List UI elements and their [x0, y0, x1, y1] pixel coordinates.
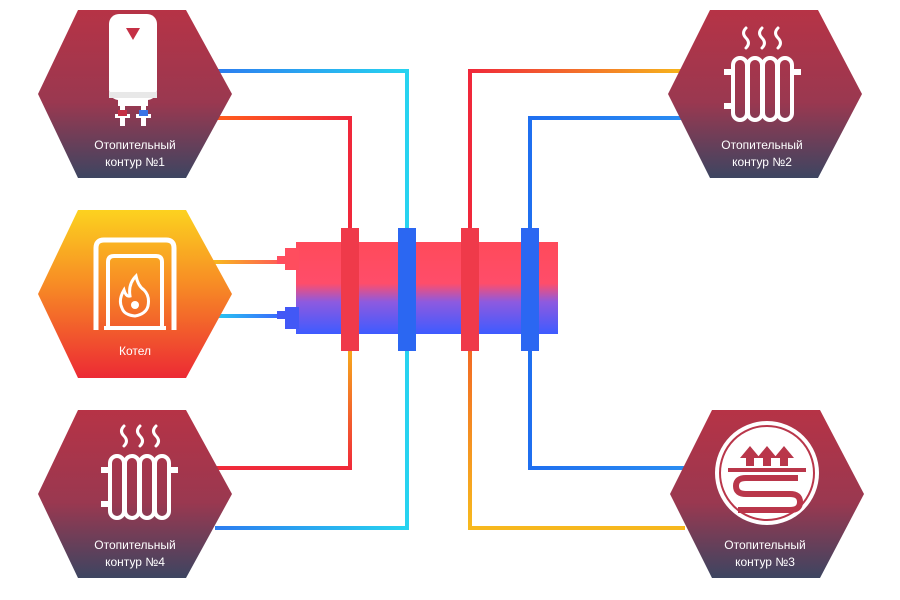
circuit3-supply-pipe	[468, 350, 685, 530]
collector-inlet-top	[277, 256, 287, 264]
radiator-icon	[101, 424, 178, 520]
boiler-flame-icon	[93, 237, 177, 330]
underfloor-heating-icon	[715, 421, 819, 525]
circuit2-node	[668, 10, 862, 178]
circuit2-label-line2: контур №2	[732, 155, 792, 169]
boiler-node	[38, 210, 232, 378]
circuit3-label-line2: контур №3	[735, 555, 795, 569]
collector-fitting-1	[341, 228, 359, 351]
collector-cap-bottom	[285, 307, 299, 329]
circuit3-node	[670, 410, 864, 578]
boiler-hexagon	[38, 210, 232, 378]
circuit1-supply-pipe	[215, 116, 352, 230]
circuit1-label-line2: контур №1	[105, 155, 165, 169]
collector-body	[296, 242, 558, 334]
collector-cap-top	[285, 248, 299, 270]
pipes	[212, 69, 685, 530]
circuit2-supply-pipe	[468, 69, 685, 230]
circuit1-label: Отопительный контур №1	[60, 137, 210, 171]
collector	[277, 228, 558, 351]
circuit4-hexagon	[38, 410, 232, 578]
circuit2-label: Отопительный контур №2	[687, 137, 837, 171]
circuit3-return-pipe	[528, 350, 685, 470]
circuit4-label: Отопительный контур №4	[60, 537, 210, 571]
boiler-label: Котел	[60, 343, 210, 360]
circuit1-label-line1: Отопительный	[94, 138, 176, 152]
circuit1-return-pipe	[215, 69, 409, 230]
circuit4-node	[38, 410, 232, 578]
circuit4-supply-pipe	[215, 350, 352, 470]
collector-fitting-4	[521, 228, 539, 351]
circuit4-label-line2: контур №4	[105, 555, 165, 569]
boiler-label-text: Котел	[118, 344, 152, 358]
circuit4-return-pipe	[215, 350, 409, 530]
circuit2-label-line1: Отопительный	[721, 138, 803, 152]
radiator-icon	[724, 26, 801, 122]
collector-inlet-bottom	[277, 311, 287, 319]
collector-fitting-3	[461, 228, 479, 351]
water-heater-icon	[109, 14, 157, 126]
circuit3-label: Отопительный контур №3	[690, 537, 840, 571]
circuit3-label-line1: Отопительный	[724, 538, 806, 552]
circuit2-return-pipe	[528, 116, 685, 230]
collector-fitting-2	[398, 228, 416, 351]
circuit4-label-line1: Отопительный	[94, 538, 176, 552]
circuit1-node	[38, 10, 232, 178]
